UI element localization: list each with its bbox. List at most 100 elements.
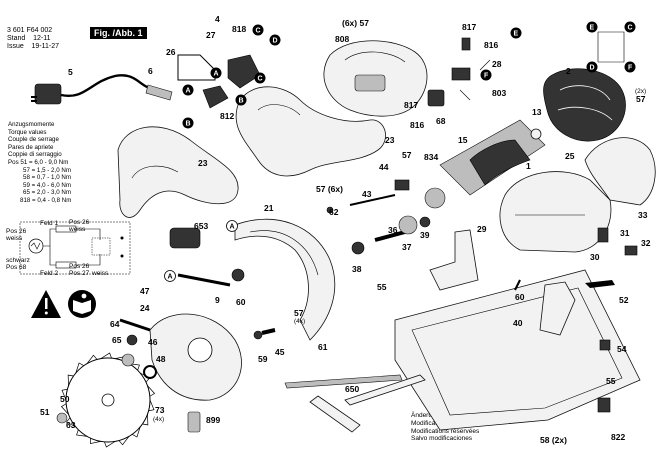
callout-23-right: 23 [385, 135, 395, 145]
callout-57-centre: 57 [402, 150, 412, 160]
wiring-pos26-r1: Pos 26 [69, 219, 90, 226]
bubble-f-1: F [480, 69, 492, 81]
callout-59: 59 [258, 354, 268, 364]
svg-text:F: F [484, 73, 489, 80]
bubble-c-2: C [254, 72, 266, 84]
callout-4: 4 [215, 14, 220, 24]
blade-guard [234, 218, 336, 341]
callout-57-4x: 57 [294, 308, 304, 318]
wiring-pos26-top: Pos 26 [6, 228, 27, 235]
callout-46: 46 [148, 337, 158, 347]
callout-822: 822 [611, 432, 625, 442]
wiring-pos68-color: schwarz [6, 257, 30, 264]
figure-label: Fig. /Abb. 1 [90, 27, 147, 39]
callout-61: 61 [318, 342, 328, 352]
depth-bracket [539, 280, 615, 336]
callout-9: 9 [215, 295, 220, 305]
callout-37: 37 [402, 242, 412, 252]
blade-tooth [148, 399, 155, 412]
callout-818: 818 [232, 24, 246, 34]
blade-tooth [89, 438, 101, 445]
callout-29: 29 [477, 224, 487, 234]
mod-fr: Modifications réservées [411, 427, 480, 435]
callout-25: 25 [565, 151, 575, 161]
rip-fence [284, 374, 426, 433]
callout-52: 52 [619, 295, 629, 305]
torque-value-818: 818 = 0,4 - 0,8 Nm [20, 196, 72, 204]
callout-816-mid: 816 [410, 120, 424, 130]
svg-text:E: E [590, 25, 595, 32]
callout-45: 45 [275, 347, 285, 357]
callout-650: 650 [345, 384, 359, 394]
bevel-bracket [429, 229, 479, 291]
callout-44: 44 [379, 162, 389, 172]
svg-text:A: A [168, 274, 173, 281]
svg-text:C: C [258, 76, 263, 83]
field-winding [543, 68, 626, 142]
callout-48: 48 [156, 354, 166, 364]
callout-27: 27 [206, 30, 216, 40]
callout-63: 63 [66, 420, 76, 430]
gear-housing [499, 137, 656, 253]
wiring-schematic: Pos 26 weiss schwarz Pos 68 Feld 1 Feld … [5, 219, 131, 277]
bubble-d-2: D [586, 61, 598, 73]
blade-tooth [65, 417, 76, 428]
callout-73-qty: (4x) [153, 416, 164, 423]
torque-value-58: 58 = 0,7 - 1,0 Nm [23, 174, 71, 182]
callout-47: 47 [140, 286, 150, 296]
callout-6: 6 [148, 66, 153, 76]
small-parts [56, 37, 638, 433]
wiring-feld2: Feld 2 [40, 270, 58, 277]
callout-21: 21 [264, 203, 274, 213]
blade-tooth [76, 429, 88, 437]
callout-57-4x-qty: (4x) [294, 318, 305, 325]
callout-816-top: 816 [484, 40, 498, 50]
torque-title-en: Torque values [8, 128, 47, 136]
bubble-c-1: C [252, 24, 264, 36]
power-cord [31, 74, 173, 105]
armature [439, 119, 546, 196]
wiring-pos27: Pos 27 [69, 270, 90, 277]
callout-817-top: 817 [462, 22, 476, 32]
svg-text:D: D [273, 38, 278, 45]
svg-text:A: A [214, 71, 219, 78]
callout-62: 62 [329, 207, 339, 217]
blade-tooth [61, 388, 68, 401]
svg-text:B: B [186, 121, 191, 128]
stand-label: Stand [7, 35, 26, 42]
blade-tooth [75, 362, 85, 374]
callout-55-right: 55 [606, 376, 616, 386]
callout-51: 51 [40, 407, 50, 417]
switch-handle [117, 126, 239, 218]
torque-value-65: 65 = 2,0 - 3,0 Nm [23, 189, 71, 197]
wiring-pos26-r2-color: weiss [91, 270, 109, 277]
blade-tooth [147, 385, 156, 397]
cable-clamp [177, 54, 261, 109]
header-block: 3 601 F64 002 Stand 12-11 Issue 19-11-27 [7, 27, 59, 51]
svg-text:F: F [628, 65, 633, 72]
torque-title-it: Coppie di serraggio [8, 151, 62, 159]
bubble-b-2: B [235, 94, 247, 106]
torque-value-51: Pos 51 = 6,0 - 9,0 Nm [8, 158, 69, 166]
svg-text:C: C [256, 28, 261, 35]
callout-817-mid: 817 [404, 100, 418, 110]
callout-31: 31 [620, 228, 630, 238]
callout-73: 73 [155, 405, 165, 415]
callout-39: 39 [420, 230, 430, 240]
blade-tooth [118, 436, 130, 446]
svg-text:D: D [590, 65, 595, 72]
bubble-c-3: C [624, 21, 636, 33]
bubble-b-1: B [182, 117, 194, 129]
blade-tooth [142, 414, 149, 426]
svg-text:A: A [186, 88, 191, 95]
bubble-a-3: A [226, 220, 238, 232]
warning-icon [31, 290, 61, 318]
ec-df-frame [597, 31, 625, 63]
blade-tooth [104, 441, 116, 448]
blade-tooth [60, 403, 69, 415]
wiring-pos26-r2: Pos 26 [69, 263, 90, 270]
callout-2: 2 [566, 66, 571, 76]
callout-55-left: 55 [377, 282, 387, 292]
